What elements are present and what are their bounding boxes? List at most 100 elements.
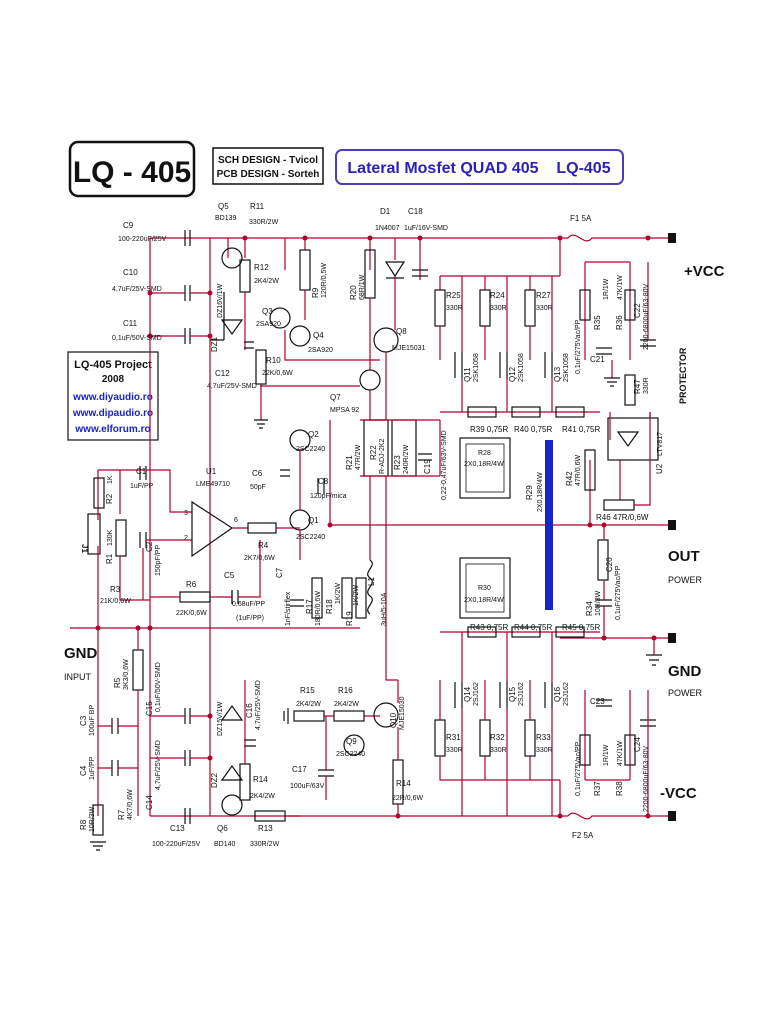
q6-value: BD140 xyxy=(214,841,236,848)
q13-value: 2SK1058 xyxy=(563,353,570,382)
r31-ref: R31 xyxy=(446,733,461,742)
l1-value: 3uH/5-10A xyxy=(381,592,388,626)
r11-value: 330R/2W xyxy=(249,219,279,226)
c6-ref: C6 xyxy=(252,469,263,478)
c3-value: 100uF BP xyxy=(89,705,96,736)
q9-value: 2SC2240 xyxy=(336,751,365,758)
project-name: LQ-405 Project xyxy=(74,359,152,371)
r8-value: 10R/3W xyxy=(89,806,96,832)
r18-ref: R18 xyxy=(325,599,334,614)
fuse-f2-symbol xyxy=(567,812,600,820)
r34-ref: R34 xyxy=(585,601,594,616)
c17-ref: C17 xyxy=(292,765,307,774)
c17-value: 100uF/63V xyxy=(290,783,325,790)
r36-ref: R36 xyxy=(615,315,624,330)
svg-text:3: 3 xyxy=(184,510,188,517)
label-gnd-input: GND xyxy=(64,645,98,662)
q3-ref: Q3 xyxy=(262,307,273,316)
r25-ref: R25 xyxy=(446,291,461,300)
r22-value: R-ADJ-2K2 xyxy=(379,438,386,474)
r15-value: 2K4/2W xyxy=(296,701,321,708)
r17-ref: R17 xyxy=(305,599,314,614)
r37-value: 1R/1W xyxy=(603,744,610,766)
u2-value: LTV817 xyxy=(657,432,664,456)
r9-value: 120R/0,5W xyxy=(321,263,328,298)
r3-value: 21K/0,6W xyxy=(100,598,131,605)
c11-value: 0,1uF/50V-SMD xyxy=(112,335,162,342)
r33-value: 330R xyxy=(536,747,553,754)
c5-ref: C5 xyxy=(224,571,235,580)
gnd-power-terminal xyxy=(668,633,676,643)
dz2-ref: DZ2 xyxy=(210,772,219,788)
r23-value: 240R/2W xyxy=(403,444,410,474)
c5-alt: (1uF/PP) xyxy=(236,615,264,622)
vas-stage xyxy=(260,238,428,421)
r38-ref: R38 xyxy=(615,781,624,796)
q8-ref: Q8 xyxy=(396,327,407,336)
r20-ref: R20 xyxy=(349,285,358,300)
r5-ref: R5 xyxy=(113,677,122,688)
lower-filter xyxy=(559,690,656,816)
upper-output-stage xyxy=(434,238,600,610)
q6-ref: Q6 xyxy=(217,824,228,833)
r29-ref: R29 xyxy=(525,485,534,500)
u2-ref: U2 xyxy=(655,463,664,474)
label-out-sub: POWER xyxy=(668,575,703,585)
bias-block xyxy=(360,419,441,600)
r9-ref: R9 xyxy=(311,287,320,298)
r12-ref: R12 xyxy=(254,263,269,272)
r24-ref: R24 xyxy=(490,291,505,300)
r34-value: 10R/3W xyxy=(595,590,602,616)
c4-ref: C4 xyxy=(79,765,88,776)
q9-ref: Q9 xyxy=(346,737,357,746)
c11-ref: C11 xyxy=(123,319,138,328)
q14-ref: Q14 xyxy=(463,686,472,702)
q3-value: 2SA920 xyxy=(256,321,281,328)
q1-ref: Q1 xyxy=(308,516,319,525)
component-labels-rotated: R9 120R/0,5W DZ1 DZ16V/1W R20 68R/1W R25… xyxy=(79,263,664,832)
caps-upper-left xyxy=(150,230,210,344)
f2-label: F2 5A xyxy=(572,831,594,840)
r2-value: 1K xyxy=(107,475,114,484)
vcc-neg-terminal xyxy=(668,811,676,821)
r24-value: 330R xyxy=(490,305,507,312)
credit-schematic: SCH DESIGN - Tvicol xyxy=(218,155,318,166)
r13-ref: R13 xyxy=(258,824,273,833)
r14-value: 2K4/2W xyxy=(250,793,275,800)
q4-value: 2SA920 xyxy=(308,347,333,354)
project-year: 2008 xyxy=(102,374,125,385)
q16-ref: Q16 xyxy=(553,686,562,702)
r21-ref: R21 xyxy=(345,455,354,470)
q2-ref: Q2 xyxy=(308,430,319,439)
r47-ref: R47 xyxy=(633,379,642,394)
link-dipaudio[interactable]: www.dipaudio.ro xyxy=(72,408,153,419)
link-diyaudio[interactable]: www.diyaudio.ro xyxy=(72,392,153,403)
c10-value: 4,7uF/25V-SMD xyxy=(112,286,162,293)
q1-value: 2SC2240 xyxy=(296,534,325,541)
dz16-value: DZ16V/1W xyxy=(217,283,224,318)
r25-value: 330R xyxy=(446,305,463,312)
c14-ref: C14 xyxy=(145,795,154,810)
c7-value: 1nF/stirflex xyxy=(285,591,292,626)
r39-label: R39 0,75R xyxy=(470,425,508,434)
c3-ref: C3 xyxy=(79,715,88,726)
banner-block: Lateral Mosfet QUAD 405 LQ-405 xyxy=(335,149,624,185)
link-elforum[interactable]: www.elforum.ro xyxy=(74,424,150,435)
r45-label: R45 0,75R xyxy=(562,623,600,632)
r28-ref: R28 xyxy=(478,450,491,457)
r4-ref: R4 xyxy=(258,541,269,550)
c9-ref: C9 xyxy=(123,221,134,230)
label-j1: J1 xyxy=(80,544,89,553)
r6-value: 22K/0,6W xyxy=(176,610,207,617)
r37-ref: R37 xyxy=(593,781,602,796)
c21-value: 0,1uF/275Vac/PP xyxy=(575,319,582,374)
c13-ref: C13 xyxy=(170,824,185,833)
svg-text:2: 2 xyxy=(184,535,188,542)
r43-label: R43 0,75R xyxy=(470,623,508,632)
dz1-ref: DZ1 xyxy=(210,336,219,352)
c2-ref: C2 xyxy=(145,541,154,552)
c8-ref: C8 xyxy=(318,477,329,486)
r19-value: 1K/2W xyxy=(353,585,360,606)
vcc-pos-terminal xyxy=(668,233,676,243)
